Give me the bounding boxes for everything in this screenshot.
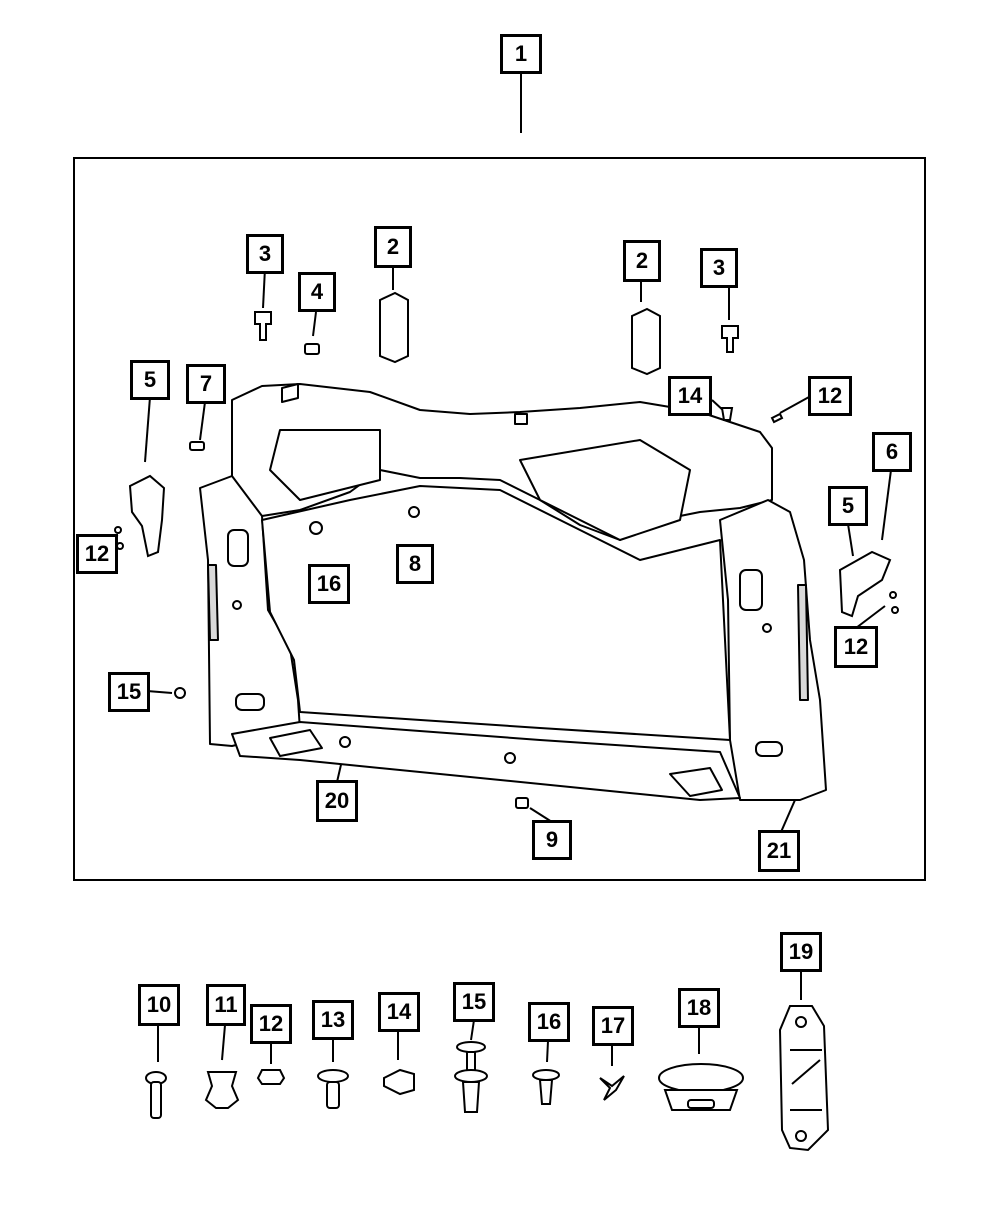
callout-6: 6	[872, 432, 912, 472]
nut-4	[304, 343, 320, 355]
radiator-support-frame	[199, 383, 827, 801]
callout-12-top-right: 12	[808, 376, 852, 416]
callout-21: 21	[758, 830, 800, 872]
callout-15-frame: 15	[108, 672, 150, 712]
callout-16-bottom: 16	[528, 1002, 570, 1042]
callout-2-left: 2	[374, 226, 412, 268]
callout-10: 10	[138, 984, 180, 1026]
loose-parts	[114, 291, 899, 809]
callout-15-bottom: 15	[453, 982, 495, 1022]
callout-18: 18	[678, 988, 720, 1028]
leader-4	[312, 311, 317, 337]
bolt-left	[254, 311, 272, 341]
callout-20: 20	[316, 780, 358, 822]
callout-3-left: 3	[246, 234, 284, 274]
callout-17: 17	[592, 1006, 634, 1046]
leader-6	[881, 469, 892, 541]
callout-8: 8	[396, 544, 434, 584]
callout-16-frame: 16	[308, 564, 350, 604]
leader-15b	[470, 1019, 475, 1041]
callout-14-bottom: 14	[378, 992, 420, 1032]
callout-5-right: 5	[828, 486, 868, 526]
spacer-block-right	[631, 307, 661, 376]
callout-19: 19	[780, 932, 822, 972]
callout-2-right: 2	[623, 240, 661, 282]
leader-15a	[146, 690, 173, 694]
leader-12b	[779, 396, 810, 414]
leader-5a	[144, 396, 151, 463]
callout-3-right: 3	[700, 248, 738, 288]
bracket-right	[838, 550, 892, 618]
leader-5b	[847, 523, 854, 557]
leader-12c	[855, 605, 886, 629]
callout-12-right: 12	[834, 626, 878, 668]
leader-9	[529, 807, 553, 823]
fastener-illustrations	[145, 1005, 830, 1152]
bracket-left	[128, 474, 166, 558]
callout-12-left: 12	[76, 534, 118, 574]
bolt-right	[721, 325, 739, 353]
callout-4: 4	[298, 272, 336, 312]
callout-7: 7	[186, 364, 226, 404]
leader-7	[199, 401, 206, 441]
leader-21	[780, 799, 796, 833]
callout-13: 13	[312, 1000, 354, 1040]
spacer-block-left	[379, 291, 409, 364]
leader-16b	[546, 1040, 549, 1063]
callout-9: 9	[532, 820, 572, 860]
callout-11: 11	[206, 984, 246, 1026]
callout-1: 1	[500, 34, 542, 74]
assembly-frame	[73, 157, 926, 881]
callout-12-bottom: 12	[250, 1004, 292, 1044]
leader-11	[221, 1024, 226, 1061]
leader-3a	[262, 267, 266, 309]
callout-5-left: 5	[130, 360, 170, 400]
callout-14-frame: 14	[668, 376, 712, 416]
